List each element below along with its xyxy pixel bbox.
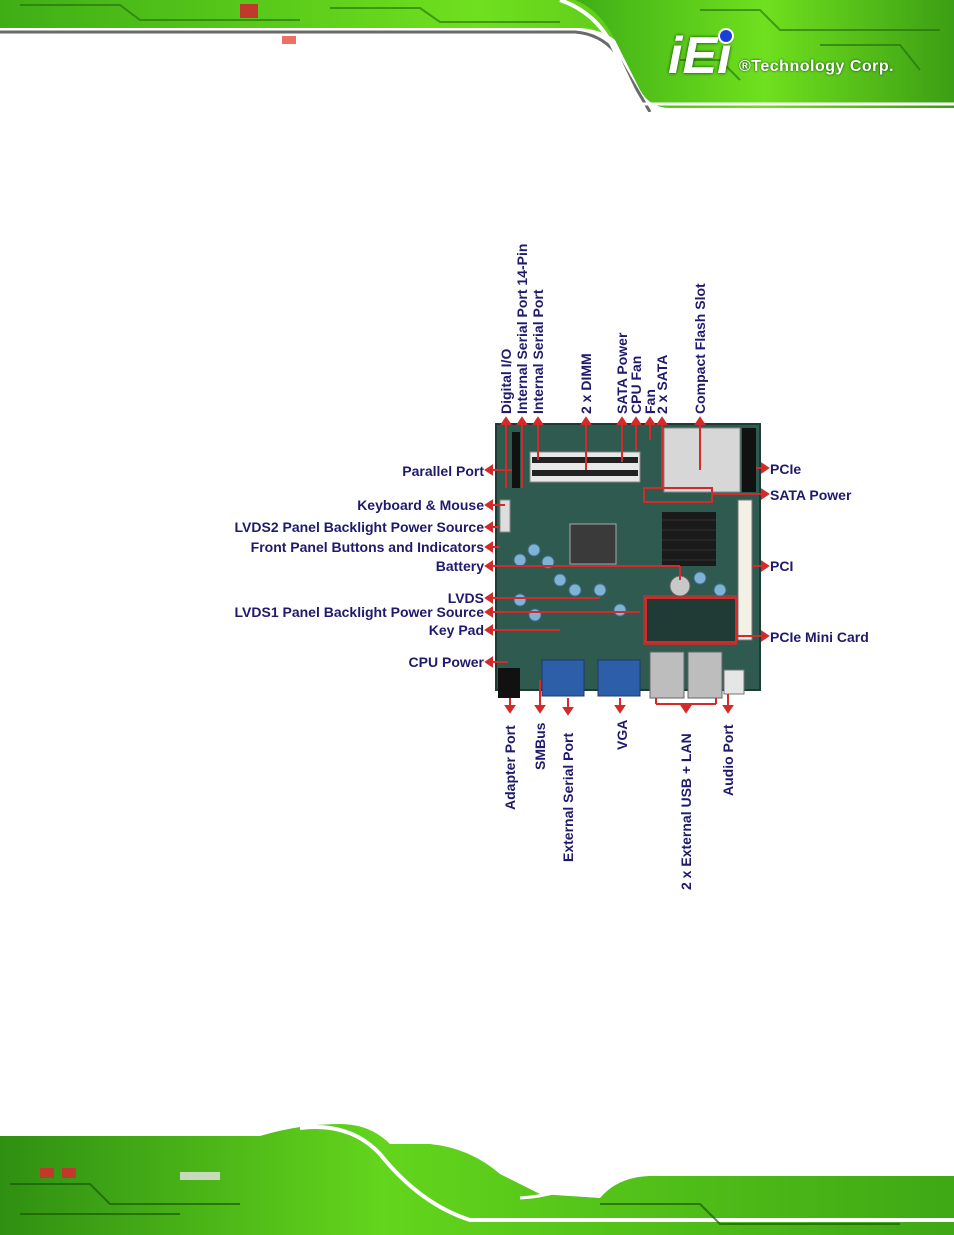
label-cpu-power: CPU Power bbox=[408, 654, 484, 670]
label-pci: PCI bbox=[770, 558, 794, 574]
pcie-slot bbox=[742, 428, 756, 492]
label-lvds1-backlight: LVDS1 Panel Backlight Power Source bbox=[234, 604, 484, 620]
header-banner bbox=[0, 0, 954, 112]
label-2x-dimm: 2 x DIMM bbox=[578, 353, 594, 414]
battery bbox=[669, 575, 691, 597]
label-adapter-port: Adapter Port bbox=[502, 725, 518, 810]
logo-dot-icon bbox=[718, 28, 734, 44]
mini-card-slot bbox=[645, 597, 737, 643]
vga-connector bbox=[597, 659, 641, 697]
label-digital-io: Digital I/O bbox=[498, 348, 514, 414]
label-compact-flash-slot: Compact Flash Slot bbox=[692, 283, 708, 414]
label-battery: Battery bbox=[435, 558, 484, 574]
label-usb-lan: 2 x External USB + LAN bbox=[678, 733, 694, 890]
label-keyboard-mouse: Keyboard & Mouse bbox=[357, 497, 484, 513]
adapter-port bbox=[498, 668, 520, 698]
label-lvds2-backlight: LVDS2 Panel Backlight Power Source bbox=[234, 519, 484, 535]
label-internal-serial-14pin: Internal Serial Port 14-Pin bbox=[514, 243, 530, 414]
label-external-serial-port: External Serial Port bbox=[560, 732, 576, 862]
dimm-slot bbox=[529, 451, 641, 483]
label-internal-serial-port: Internal Serial Port bbox=[530, 289, 546, 414]
chipset-heatsink bbox=[662, 512, 716, 566]
label-2x-sata: 2 x SATA bbox=[654, 354, 670, 414]
label-smbus: SMBus bbox=[532, 722, 548, 770]
label-parallel-port: Parallel Port bbox=[402, 463, 484, 479]
label-sata-power-right: SATA Power bbox=[770, 487, 852, 503]
pci-slot bbox=[737, 499, 753, 641]
lan-usb-connector bbox=[649, 651, 685, 699]
cpu-chip bbox=[569, 523, 617, 565]
label-key-pad: Key Pad bbox=[428, 622, 484, 638]
audio-connector bbox=[723, 669, 745, 695]
label-vga: VGA bbox=[614, 719, 630, 750]
label-pcie: PCIe bbox=[770, 461, 802, 477]
footer-banner bbox=[0, 1124, 954, 1235]
lan-usb-connector bbox=[687, 651, 723, 699]
label-pcie-mini-card: PCIe Mini Card bbox=[770, 629, 869, 645]
compact-flash-slot bbox=[663, 427, 741, 493]
label-audio-port: Audio Port bbox=[720, 724, 736, 796]
label-lvds: LVDS bbox=[447, 590, 484, 606]
company-name: ®Technology Corp. bbox=[739, 58, 895, 75]
serial-port-connector bbox=[541, 659, 585, 697]
label-front-panel: Front Panel Buttons and Indicators bbox=[250, 539, 484, 555]
pcb-board bbox=[495, 423, 761, 691]
